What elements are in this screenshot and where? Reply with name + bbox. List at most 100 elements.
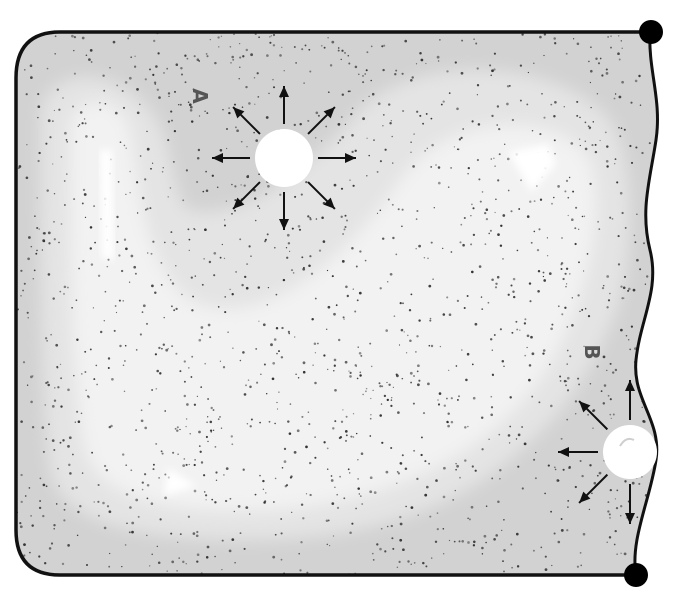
- speckle-dot: [323, 354, 325, 356]
- speckle-dot: [61, 156, 63, 158]
- speckle-dot: [171, 561, 174, 564]
- speckle-dot: [518, 208, 520, 210]
- speckle-dot: [449, 540, 450, 541]
- speckle-dot: [231, 443, 233, 445]
- speckle-dot: [146, 131, 147, 132]
- speckle-dot: [186, 169, 188, 171]
- speckle-dot: [599, 140, 600, 141]
- speckle-dot: [517, 250, 519, 252]
- speckle-dot: [500, 244, 502, 246]
- speckle-dot: [19, 165, 22, 168]
- speckle-dot: [85, 217, 86, 218]
- speckle-dot: [431, 557, 432, 558]
- speckle-dot: [589, 509, 590, 510]
- speckle-dot: [531, 242, 533, 244]
- speckle-dot: [299, 123, 301, 125]
- speckle-dot: [352, 107, 354, 109]
- speckle-dot: [280, 518, 282, 520]
- speckle-dot: [222, 540, 224, 542]
- speckle-dot: [105, 103, 107, 105]
- speckle-dot: [339, 139, 341, 141]
- speckle-dot: [148, 403, 150, 405]
- speckle-dot: [75, 141, 77, 143]
- speckle-dot: [355, 66, 358, 69]
- speckle-dot: [253, 132, 255, 134]
- speckle-dot: [314, 343, 317, 346]
- speckle-dot: [239, 43, 240, 44]
- speckle-dot: [564, 273, 566, 275]
- speckle-dot: [620, 505, 622, 507]
- speckle-dot: [575, 413, 576, 414]
- speckle-dot: [610, 47, 612, 49]
- speckle-dot: [127, 37, 129, 39]
- speckle-dot: [460, 137, 462, 139]
- speckle-dot: [182, 464, 185, 467]
- speckle-dot: [155, 83, 156, 84]
- speckle-dot: [534, 200, 536, 202]
- speckle-dot: [498, 128, 500, 130]
- speckle-dot: [524, 322, 526, 324]
- speckle-dot: [132, 489, 134, 491]
- speckle-dot: [95, 365, 97, 367]
- speckle-dot: [631, 162, 633, 164]
- speckle-dot: [378, 102, 381, 105]
- speckle-dot: [606, 145, 608, 147]
- speckle-dot: [443, 553, 444, 554]
- speckle-dot: [272, 556, 275, 559]
- speckle-dot: [394, 73, 396, 75]
- speckle-dot: [218, 306, 220, 308]
- speckle-dot: [481, 308, 483, 310]
- speckle-dot: [648, 559, 650, 561]
- speckle-dot: [342, 260, 345, 263]
- speckle-dot: [50, 334, 52, 336]
- speckle-dot: [419, 115, 421, 117]
- speckle-dot: [328, 519, 330, 521]
- speckle-dot: [323, 240, 326, 243]
- speckle-dot: [281, 356, 283, 358]
- speckle-dot: [159, 372, 161, 374]
- speckle-dot: [157, 89, 159, 91]
- speckle-dot: [327, 37, 328, 38]
- speckle-dot: [186, 563, 187, 564]
- speckle-dot: [306, 493, 307, 494]
- speckle-dot: [136, 88, 139, 91]
- speckle-dot: [87, 395, 89, 397]
- speckle-dot: [57, 468, 59, 470]
- speckle-dot: [423, 412, 425, 414]
- speckle-dot: [568, 215, 569, 216]
- speckle-dot: [170, 533, 172, 535]
- speckle-dot: [591, 144, 593, 146]
- speckle-dot: [561, 529, 564, 532]
- speckle-dot: [23, 361, 25, 363]
- speckle-dot: [189, 464, 190, 465]
- speckle-dot: [372, 553, 374, 555]
- speckle-dot: [414, 562, 416, 564]
- speckle-dot: [411, 76, 413, 78]
- speckle-dot: [241, 284, 243, 286]
- speckle-dot: [442, 248, 443, 249]
- speckle-dot: [334, 389, 337, 392]
- speckle-dot: [379, 414, 382, 417]
- speckle-dot: [158, 561, 161, 564]
- speckle-dot: [157, 546, 158, 547]
- speckle-dot: [311, 273, 313, 275]
- speckle-dot: [386, 471, 389, 474]
- speckle-dot: [606, 165, 608, 167]
- speckle-dot: [211, 499, 213, 501]
- speckle-dot: [365, 390, 367, 392]
- speckle-dot: [345, 361, 348, 364]
- speckle-dot: [159, 518, 161, 520]
- speckle-dot: [82, 260, 84, 262]
- speckle-dot: [468, 167, 470, 169]
- speckle-dot: [478, 123, 481, 126]
- speckle-dot: [71, 307, 73, 309]
- speckle-dot: [512, 291, 514, 293]
- speckle-dot: [618, 35, 619, 36]
- speckle-dot: [617, 577, 619, 579]
- speckle-dot: [142, 489, 144, 491]
- speckle-dot: [52, 405, 55, 408]
- speckle-dot: [630, 102, 632, 104]
- speckle-dot: [331, 502, 334, 505]
- speckle-dot: [497, 578, 499, 580]
- speckle-dot: [366, 69, 368, 71]
